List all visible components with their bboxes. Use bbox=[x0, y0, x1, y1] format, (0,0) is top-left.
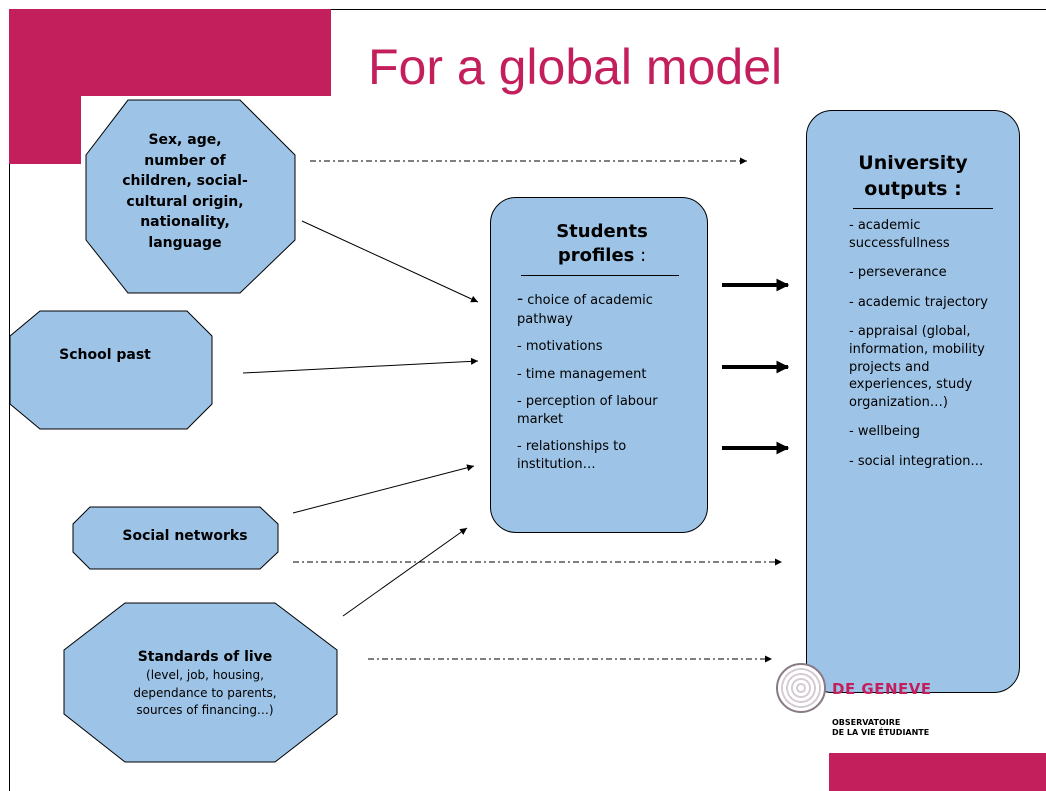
standards-octagon bbox=[63, 602, 338, 763]
demographics-octagon bbox=[85, 99, 296, 294]
arrow-networks-to-profiles bbox=[292, 464, 475, 514]
profile-item: - choice of academic pathway bbox=[517, 288, 653, 327]
students-profiles-box: Students profiles : - choice of academic… bbox=[490, 197, 708, 533]
decor-block-left bbox=[9, 9, 81, 164]
output-item: - social integration… bbox=[849, 453, 984, 469]
arrow-standards-to-profiles bbox=[342, 527, 468, 617]
logo-name: DE GENEVE bbox=[832, 680, 932, 698]
university-outputs-title: University outputs : bbox=[858, 152, 968, 200]
output-item: - appraisal (global, information, mobili… bbox=[849, 324, 985, 410]
output-item: - academic trajectory bbox=[849, 294, 988, 310]
students-profiles-title: Students profiles : bbox=[556, 221, 648, 267]
decor-block-bottom-right bbox=[829, 753, 1046, 791]
students-profiles-divider bbox=[521, 274, 679, 276]
profile-item: - motivations bbox=[517, 339, 603, 355]
social-networks-octagon bbox=[72, 506, 279, 570]
output-item: - perseverance bbox=[849, 265, 947, 281]
profile-item: - time management bbox=[517, 366, 647, 382]
slide-title: For a global model bbox=[368, 39, 783, 95]
profile-item: - perception of labour market bbox=[517, 394, 658, 427]
logo-subtitle: OBSERVATOIRE DE LA VIE ÉTUDIANTE bbox=[832, 718, 930, 738]
school-past-octagon bbox=[9, 310, 213, 430]
demographics-label: Sex, age, number of children, social- cu… bbox=[122, 132, 248, 251]
arrow-demographics-to-profiles bbox=[301, 220, 479, 303]
university-outputs-divider bbox=[853, 208, 993, 210]
output-item: - wellbeing bbox=[849, 424, 921, 440]
school-past-label: School past bbox=[59, 347, 151, 363]
standards-label: Standards of live (level, job, housing, … bbox=[133, 649, 277, 718]
university-outputs-box: University outputs : - academic successf… bbox=[806, 110, 1020, 693]
social-networks-label: Social networks bbox=[122, 528, 248, 544]
profile-item: - relationships to institution… bbox=[517, 439, 627, 472]
university-seal-icon bbox=[776, 663, 826, 713]
arrow-school-to-profiles bbox=[242, 357, 479, 374]
output-item: - academic successfullness bbox=[849, 218, 950, 251]
